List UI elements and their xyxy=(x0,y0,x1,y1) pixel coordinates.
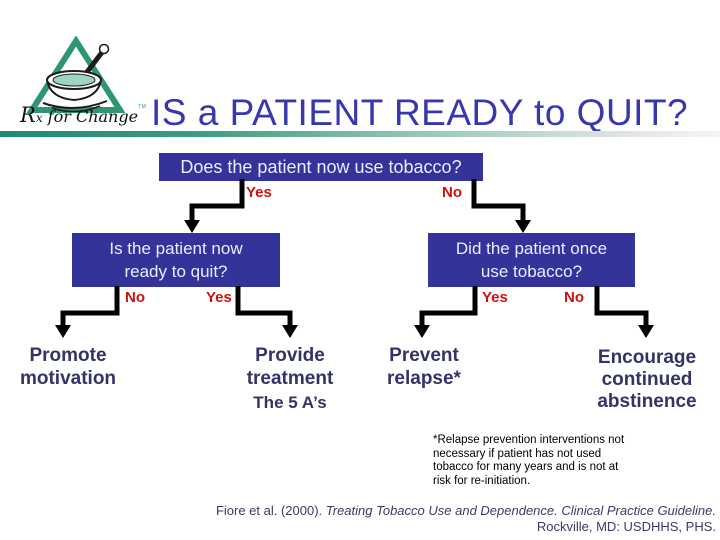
citation-title: Treating Tobacco Use and Dependence. Cli… xyxy=(325,503,716,518)
branch-label-root-yes: Yes xyxy=(246,184,272,201)
outcome-five-as: The 5 A’s xyxy=(253,393,327,412)
branch-label-left-no: No xyxy=(125,289,145,306)
arrow-left-yes xyxy=(235,286,298,338)
logo-brand-rest: for Change xyxy=(42,107,139,126)
outcome-provide-treatment: Provide treatment xyxy=(246,345,334,389)
citation-prefix: Fiore et al. (2000). xyxy=(215,503,326,518)
outcome-promote-motivation: Promote motivation xyxy=(19,345,117,389)
arrow-right-yes xyxy=(414,286,478,338)
branch-label-right-no: No xyxy=(564,289,584,306)
branch-label-left-yes: Yes xyxy=(206,289,232,306)
logo-brand-r: R xyxy=(20,103,36,127)
title-divider xyxy=(0,131,720,137)
trademark-mark: TM xyxy=(138,104,147,110)
arrow-root-no xyxy=(471,179,531,233)
branch-label-right-yes: Yes xyxy=(482,289,508,306)
logo-brand-x: x xyxy=(35,111,43,125)
citation: Fiore et al. (2000). Treating Tobacco Us… xyxy=(20,503,716,535)
relapse-footnote: *Relapse prevention interventions not ne… xyxy=(433,434,625,487)
branch-label-root-no: No xyxy=(442,184,462,201)
arrow-left-no xyxy=(55,286,120,338)
arrow-root-yes xyxy=(184,179,245,233)
flow-box-root-question: Does the patient now use tobacco? xyxy=(159,153,483,181)
arrow-right-no xyxy=(594,286,654,338)
citation-line2: Rockville, MD: USDHHS, PHS. xyxy=(536,519,716,534)
outcome-prevent-relapse: Prevent relapse* xyxy=(387,345,461,389)
citation-line1: Fiore et al. (2000). Treating Tobacco Us… xyxy=(20,503,716,519)
outcome-encourage-abstinence: Encourage continued abstinence xyxy=(597,347,697,412)
mortar-pestle-logo-icon xyxy=(26,36,126,113)
logo-wordmark: Rx for ChangeTM xyxy=(20,103,146,127)
flow-box-ready-to-quit: Is the patient now ready to quit? xyxy=(72,233,280,287)
page-title: IS a PATIENT READY to QUIT? xyxy=(151,92,689,133)
flow-box-once-used: Did the patient once use tobacco? xyxy=(428,233,635,287)
